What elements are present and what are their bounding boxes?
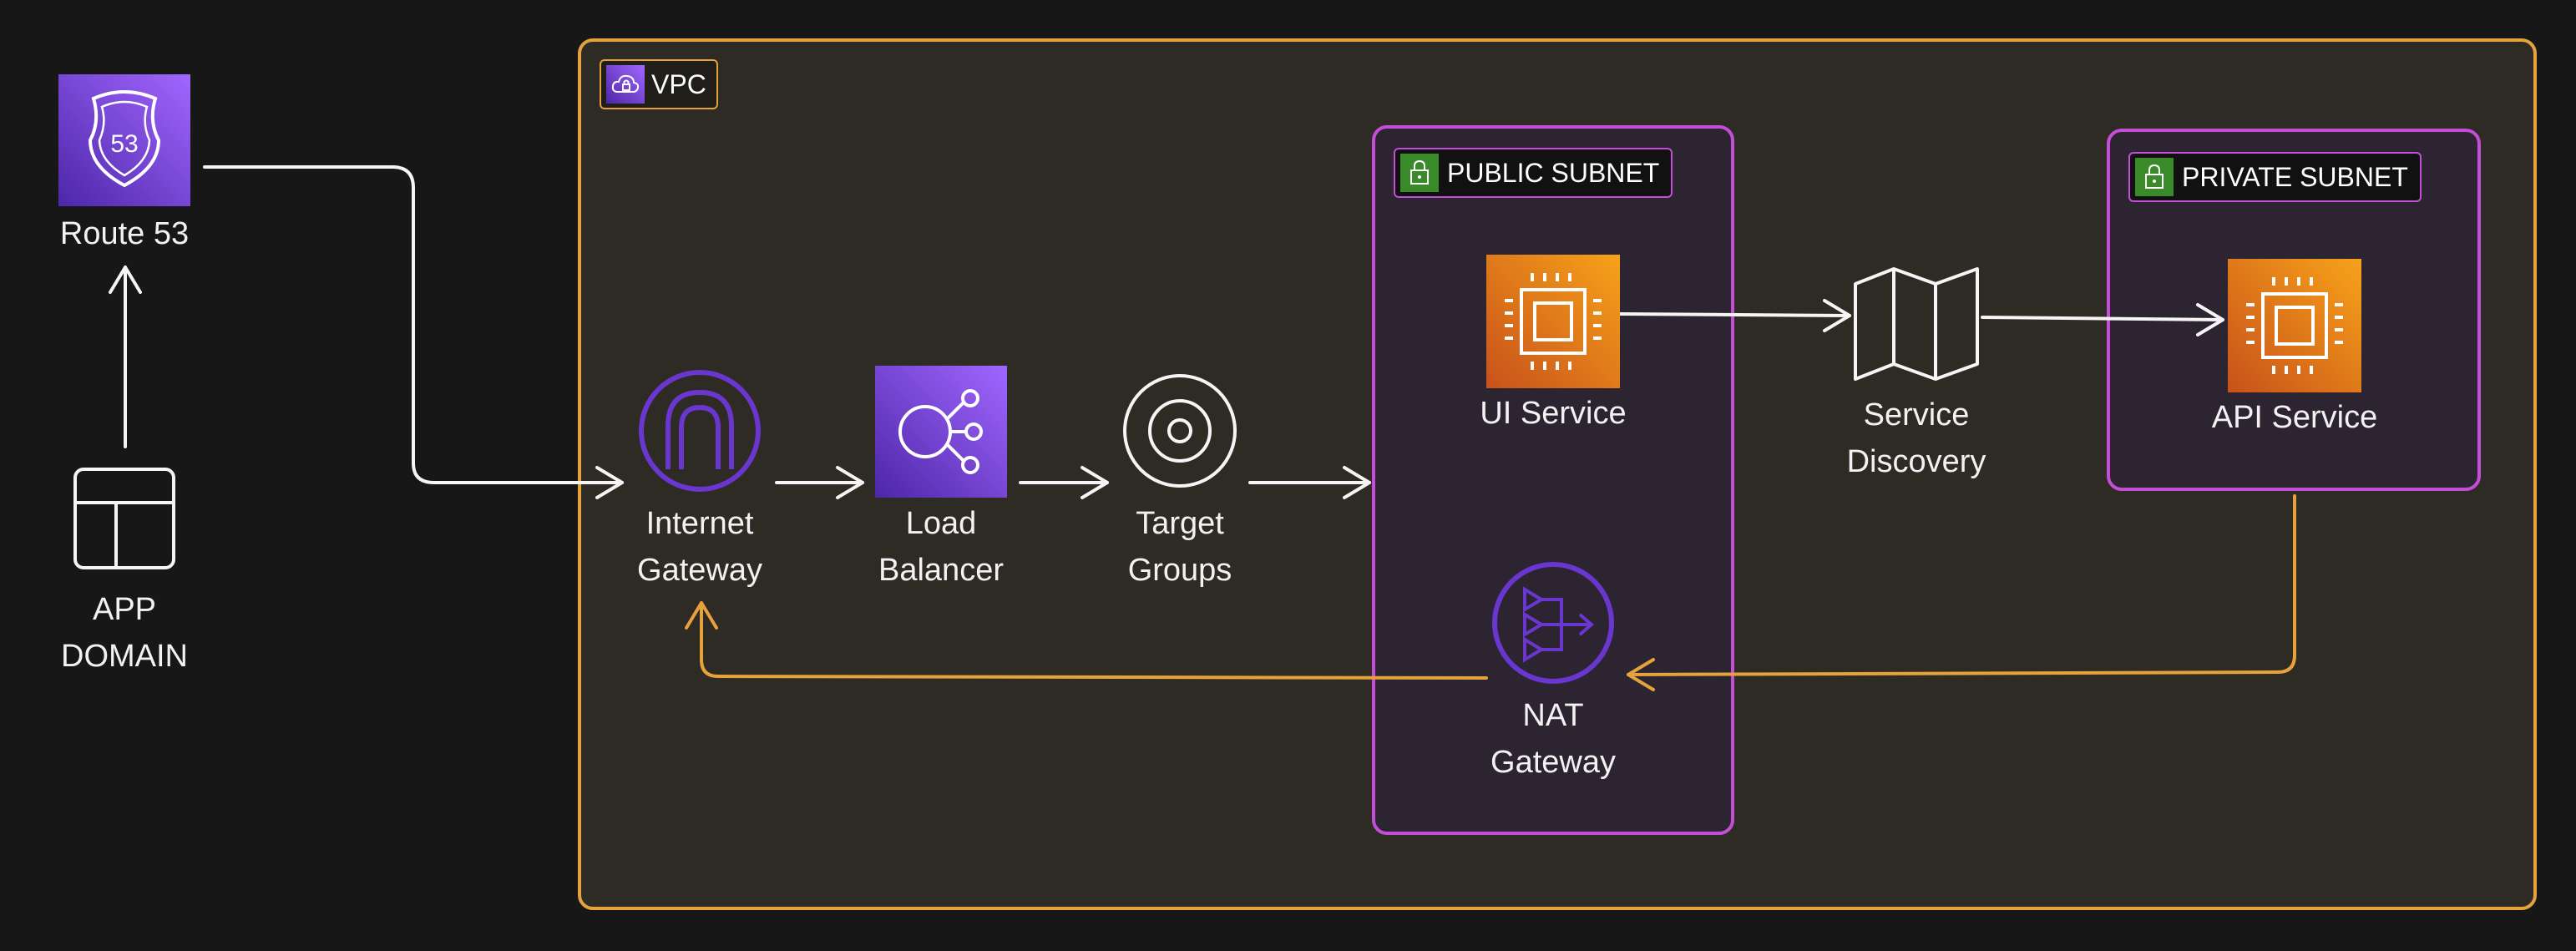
- public-subnet-label: PUBLIC SUBNET: [1447, 157, 1660, 188]
- ui-service-chip-icon[interactable]: [1486, 255, 1620, 388]
- arrow-nat-to-igw: [700, 601, 1488, 680]
- vpc-cloud-icon: [606, 65, 645, 104]
- map-icon[interactable]: [1854, 267, 1979, 381]
- arrow-api-to-nat: [1627, 494, 2296, 676]
- nat-gateway-icon[interactable]: [1492, 562, 1614, 684]
- app-layout-icon[interactable]: [73, 468, 175, 569]
- load-balancer-label: Load Balancer: [878, 506, 1004, 588]
- arrow-route53-to-igw: [203, 165, 624, 484]
- internet-gateway-label: Internet Gateway: [637, 506, 762, 588]
- target-icon[interactable]: [1123, 374, 1237, 488]
- api-service-chip-icon[interactable]: [2228, 259, 2361, 392]
- private-subnet-tag: PRIVATE SUBNET: [2128, 152, 2422, 202]
- flow-arrows: [109, 165, 2224, 499]
- service-discovery-label: Service Discovery: [1846, 397, 1986, 479]
- public-subnet-container: [1372, 125, 1734, 835]
- arrow-discovery-to-api: [1981, 316, 2224, 321]
- nat-gateway-label: NAT Gateway: [1490, 698, 1616, 780]
- route53-label: Route 53: [59, 216, 190, 251]
- lock-icon: [1400, 154, 1439, 192]
- ui-service-label: UI Service: [1480, 396, 1627, 431]
- app-domain-label: APP DOMAIN: [61, 592, 188, 674]
- vpc-label: VPC: [651, 68, 706, 99]
- internet-gateway-icon[interactable]: [639, 370, 761, 492]
- arrow-ui-to-discovery: [1618, 312, 1851, 317]
- vpc-tag: VPC: [600, 59, 718, 109]
- route53-shield-number: 53: [110, 130, 138, 158]
- route53-icon[interactable]: [58, 74, 190, 206]
- target-groups-label: Target Groups: [1127, 506, 1232, 588]
- return-arrows: [685, 494, 2296, 691]
- private-subnet-label: PRIVATE SUBNET: [2182, 161, 2408, 192]
- lock-icon: [2135, 158, 2174, 196]
- public-subnet-tag: PUBLIC SUBNET: [1394, 148, 1673, 198]
- api-service-label: API Service: [2211, 400, 2378, 435]
- load-balancer-icon[interactable]: [875, 366, 1007, 498]
